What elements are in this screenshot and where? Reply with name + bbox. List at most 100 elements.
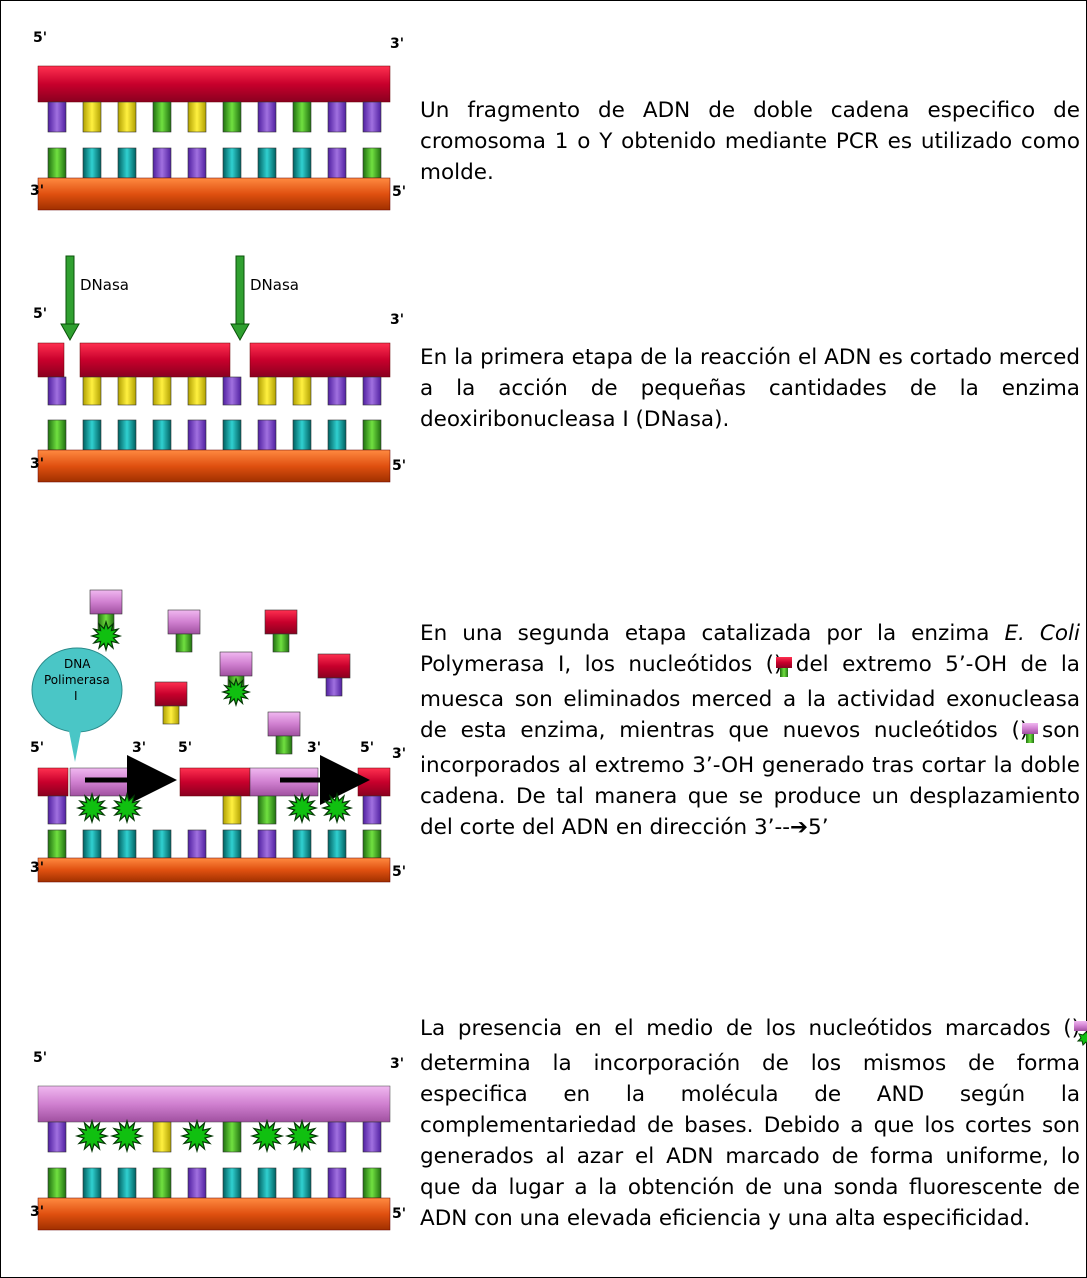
base-bottom <box>47 147 67 179</box>
label-5prime-top: 5' <box>33 30 47 46</box>
top-strand-segment <box>357 767 391 797</box>
dnase-arrow-left-head <box>60 323 80 342</box>
panel-2-paragraph: En la primera etapa de la reacción el AD… <box>420 345 1080 432</box>
label-5prime-bottom: 5' <box>392 458 406 474</box>
label-3prime-bottom: 3' <box>30 1204 44 1220</box>
panel-4-text-a: La presencia en el medio de los nucleóti… <box>420 1016 1072 1041</box>
base-top <box>222 1121 242 1153</box>
free-nucleotide-head <box>264 609 298 635</box>
panel-3-text-italic: E. Coli <box>1004 621 1080 646</box>
bubble-label-line3: I <box>74 689 78 703</box>
panel-4-text: La presencia en el medio de los nucleóti… <box>420 1013 1087 1234</box>
free-labeled-nucleotide-head <box>89 589 123 615</box>
base-bottom <box>152 829 172 859</box>
free-nucleotide-head <box>317 653 351 679</box>
polymerase-bubble-tail <box>68 726 82 762</box>
base-bottom <box>362 829 382 859</box>
base-top <box>47 1121 67 1153</box>
label-5prime-bottom: 5' <box>392 1206 406 1222</box>
base-top <box>257 101 277 133</box>
base-bottom <box>47 1167 67 1199</box>
top-strand-segment-3 <box>249 342 391 378</box>
label-5prime-top: 5' <box>178 740 192 756</box>
base-top <box>152 101 172 133</box>
panel-3-text: En una segunda etapa catalizada por la e… <box>420 618 1080 843</box>
label-3prime-top: 3' <box>390 1056 404 1072</box>
base-top <box>292 101 312 133</box>
base-top <box>222 795 242 825</box>
base-bottom <box>362 147 382 179</box>
label-3prime-top: 3' <box>307 740 321 756</box>
base-bottom <box>152 147 172 179</box>
base-top <box>257 376 277 406</box>
base-top <box>117 376 137 406</box>
base-top <box>187 376 207 406</box>
base-top <box>82 376 102 406</box>
base-top <box>222 101 242 133</box>
panel-3-text-c: ) del extremo 5’-OH de la muesca son eli… <box>420 652 1080 743</box>
base-top <box>152 376 172 406</box>
labeled-top-strand <box>37 1085 391 1123</box>
base-bottom <box>82 147 102 179</box>
bottom-strand <box>37 177 391 211</box>
base-top <box>292 376 312 406</box>
fluorescent-label-star <box>220 676 252 708</box>
dnase-label-right: DNasa <box>250 276 299 294</box>
bubble-label-line1: DNA <box>64 657 91 671</box>
label-5prime-top: 5' <box>360 740 374 756</box>
label-5prime-top: 5' <box>33 1050 47 1066</box>
top-strand <box>37 65 391 103</box>
base-bottom <box>82 1167 102 1199</box>
free-labeled-nucleotide-head <box>219 651 253 677</box>
base-top <box>362 1121 382 1153</box>
base-bottom <box>187 419 207 451</box>
free-nucleotide-base <box>162 705 180 725</box>
fluorescent-label-star <box>110 791 144 825</box>
free-nucleotide-base <box>272 633 290 653</box>
dnase-arrow-left <box>65 255 75 327</box>
bottom-strand <box>37 1197 391 1231</box>
base-bottom <box>187 829 207 859</box>
label-3prime-bottom: 3' <box>30 456 44 472</box>
base-top <box>82 101 102 133</box>
panel-3-text-b: Polymerasa I, los nucleótidos ( <box>420 652 774 677</box>
fluorescent-label-star <box>249 1118 285 1154</box>
top-strand-segment <box>179 767 251 797</box>
panel-1-text: Un fragmento de ADN de doble cadena espe… <box>420 95 1080 188</box>
base-bottom <box>362 1167 382 1199</box>
label-5prime-top: 5' <box>30 740 44 756</box>
base-bottom <box>82 419 102 451</box>
bottom-strand <box>37 857 391 883</box>
bottom-strand <box>37 449 391 483</box>
base-bottom <box>327 419 347 451</box>
base-bottom <box>292 1167 312 1199</box>
free-nucleotide-base <box>175 633 193 653</box>
base-top <box>47 101 67 133</box>
panel-1-paragraph: Un fragmento de ADN de doble cadena espe… <box>420 98 1080 185</box>
base-bottom <box>292 147 312 179</box>
base-bottom <box>82 829 102 859</box>
bubble-label-line2: Polimerasa <box>44 673 110 687</box>
base-bottom <box>117 147 137 179</box>
free-nucleotide-head <box>167 609 201 635</box>
base-top <box>47 376 67 406</box>
base-bottom <box>327 829 347 859</box>
base-bottom <box>222 419 242 451</box>
label-5prime-top: 5' <box>33 306 47 322</box>
base-bottom <box>187 147 207 179</box>
base-bottom <box>292 419 312 451</box>
base-top <box>362 795 382 825</box>
base-top <box>327 1121 347 1153</box>
label-5prime-bottom: 5' <box>392 184 406 200</box>
base-bottom <box>292 829 312 859</box>
label-3prime-top: 3' <box>390 312 404 328</box>
base-bottom <box>152 419 172 451</box>
base-top <box>327 101 347 133</box>
base-bottom <box>257 1167 277 1199</box>
label-3prime-top: 3' <box>132 740 146 756</box>
base-top <box>327 376 347 406</box>
fluorescent-label-star <box>179 1118 215 1154</box>
base-bottom <box>222 1167 242 1199</box>
top-strand-segment <box>37 767 69 797</box>
